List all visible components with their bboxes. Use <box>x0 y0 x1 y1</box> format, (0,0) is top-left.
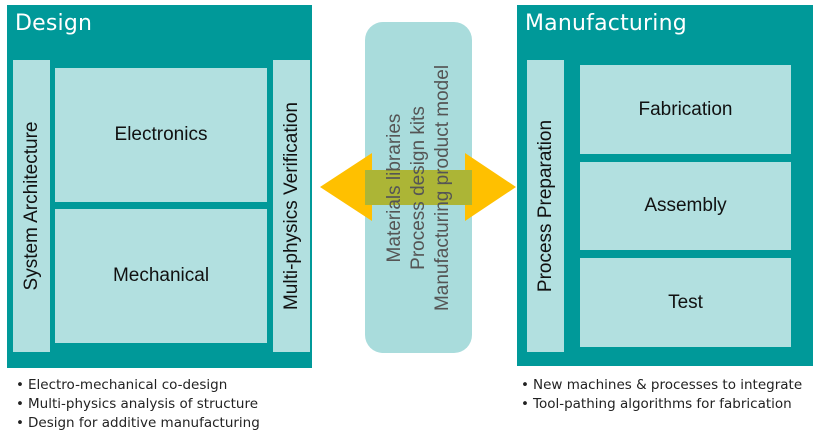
system-architecture-column: System Architecture <box>13 60 50 352</box>
list-item: •New machines & processes to integrate <box>521 377 803 393</box>
center-line-product-model-top: Manufacturing product model <box>431 64 453 311</box>
list-item: •Design for additive manufacturing <box>16 415 260 431</box>
design-title: Design <box>15 11 93 36</box>
electronics-label: Electronics <box>114 124 208 145</box>
multi-physics-verification-label: Multi-physics Verification <box>280 101 302 311</box>
shared-models-text-overlay: Materials libraries Process design kits … <box>365 22 472 353</box>
fabrication-block: Fabrication <box>580 65 791 154</box>
list-item: •Multi-physics analysis of structure <box>16 396 259 412</box>
center-line-pdk-top: Process design kits <box>407 105 429 270</box>
shared-models-text-top: Materials libraries Process design kits … <box>383 64 455 310</box>
mechanical-label: Mechanical <box>112 265 210 286</box>
bullet-icon: • <box>521 396 529 412</box>
bullet-icon: • <box>16 377 24 393</box>
multi-physics-verification-column: Multi-physics Verification <box>273 60 310 352</box>
list-item: •Electro-mechanical co-design <box>16 377 228 393</box>
test-label: Test <box>668 291 703 313</box>
system-architecture-label: System Architecture <box>20 121 42 291</box>
process-preparation-label: Process Preparation <box>534 119 556 293</box>
assembly-label: Assembly <box>644 195 727 216</box>
bullet-icon: • <box>16 415 24 431</box>
fabrication-label: Fabrication <box>638 98 733 120</box>
manufacturing-bullet-list: •New machines & processes to integrate •… <box>519 376 802 414</box>
mechanical-block: Mechanical <box>55 209 267 343</box>
list-item: •Tool-pathing algorithms for fabrication <box>521 396 792 412</box>
bullet-icon: • <box>16 396 24 412</box>
electronics-block: Electronics <box>55 68 267 202</box>
process-preparation-column: Process Preparation <box>527 60 564 352</box>
assembly-block: Assembly <box>580 162 791 250</box>
test-block: Test <box>580 258 791 347</box>
center-line-materials-top: Materials libraries <box>383 113 405 262</box>
design-bullet-list: •Electro-mechanical co-design •Multi-phy… <box>14 376 260 433</box>
bullet-icon: • <box>521 377 529 393</box>
manufacturing-title: Manufacturing <box>525 11 687 36</box>
